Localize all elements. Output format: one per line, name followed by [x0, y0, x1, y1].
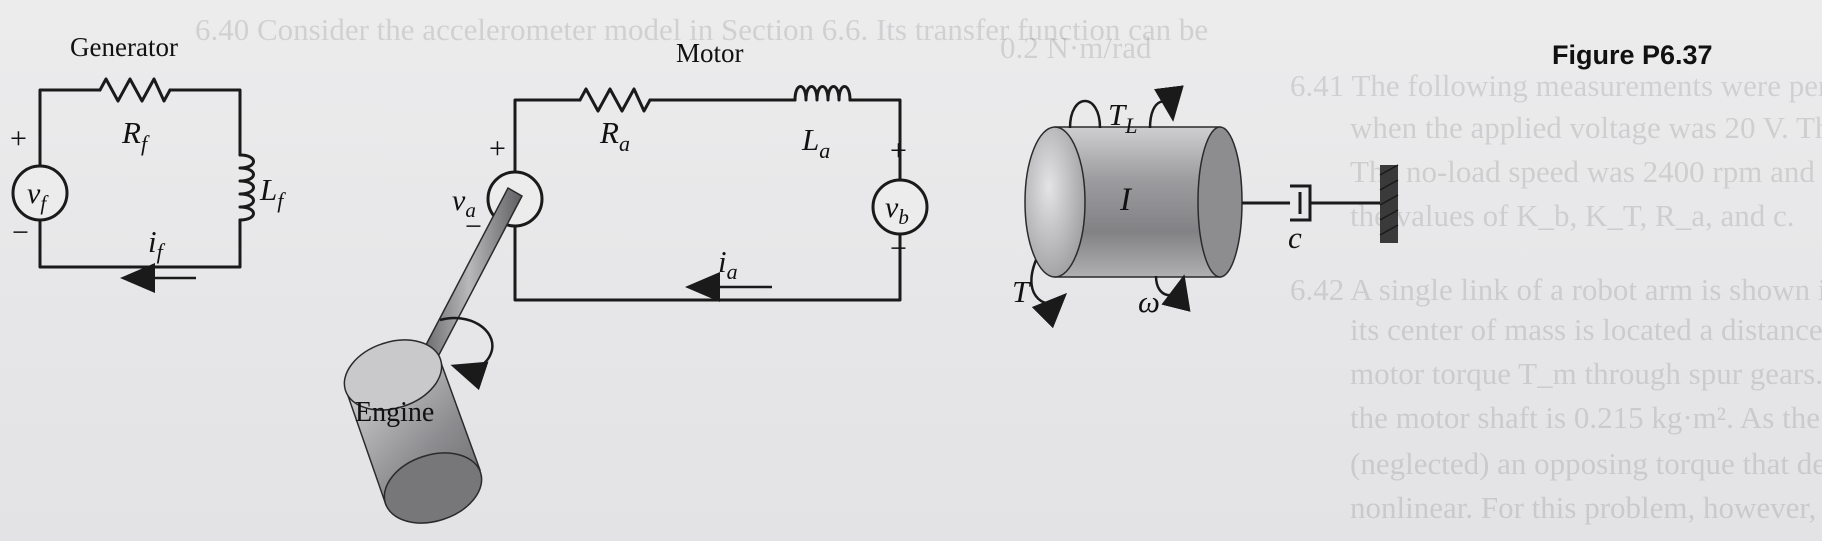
engine-assembly: Engine [343, 186, 523, 524]
bleed-line: its center of mass is located a distance… [1350, 312, 1822, 347]
ia-label: ia [718, 244, 738, 284]
bleed-line: when the applied voltage was 20 V. The m… [1350, 110, 1822, 145]
engine-rotation-arrow [439, 316, 494, 391]
vf-label: vf [27, 177, 49, 215]
voltage-source-vf [11, 164, 69, 222]
motor-circuit: Motor Ra La va + − vb + − ia [452, 38, 929, 302]
vb-minus: − [890, 232, 907, 265]
load-inertia-assembly: I TL T ω c [1012, 85, 1399, 329]
wire [513, 98, 582, 174]
if-label: if [148, 224, 166, 264]
bleed-line: nonlinear. For this problem, however, as… [1350, 490, 1822, 525]
figure-caption: Figure P6.37 [1552, 40, 1713, 70]
bleed-line: 0.2 N·m/rad [1000, 30, 1152, 65]
wire [168, 88, 242, 157]
bleed-line: (neglected) an opposing torque that depe… [1350, 446, 1822, 481]
lf-label: Lf [259, 172, 286, 213]
va-plus: + [489, 132, 506, 165]
bleed-line: the values of K_b, K_T, R_a, and c. [1350, 198, 1795, 233]
bleed-line: motor torque T_m through spur gears. Sup… [1350, 356, 1822, 391]
engine-top-face [343, 339, 443, 411]
bleed-line: 6.40 Consider the accelerometer model in… [195, 12, 1208, 47]
wire [38, 216, 242, 269]
vb-label: vb [885, 191, 909, 229]
inertia-label: I [1119, 182, 1133, 218]
wire [513, 224, 902, 302]
generator-circuit: Generator Rf Lf vf + − if [10, 32, 286, 293]
t-label: T [1012, 274, 1032, 309]
wall-hatching [1379, 164, 1399, 236]
inertia-front-face [1024, 126, 1086, 278]
va-label: va [452, 184, 476, 222]
inertia-back-face [1197, 126, 1243, 278]
ra-label: Ra [599, 115, 630, 156]
voltage-source-vb [871, 178, 929, 236]
tl-label: TL [1108, 97, 1138, 138]
wire [38, 88, 102, 170]
engine-label: Engine [355, 397, 434, 428]
va-minus: − [465, 210, 482, 243]
vf-minus: − [12, 216, 29, 249]
vb-plus: + [890, 134, 907, 167]
bleed-line: 6.41 The following measurements were per… [1290, 68, 1822, 103]
inductor-la [793, 85, 852, 102]
t-torque-arrow [1030, 259, 1068, 329]
bleed-line: the motor shaft is 0.215 kg·m². As the a… [1350, 400, 1822, 435]
tl-torque-arc [1068, 99, 1102, 129]
vf-plus: + [10, 122, 27, 155]
damper-label: c [1288, 220, 1302, 255]
wire [848, 98, 902, 184]
rf-label: Rf [121, 115, 150, 156]
resistor-ra [578, 87, 652, 113]
motor-label: Motor [676, 38, 744, 68]
engine-bottom-face [383, 452, 483, 524]
la-label: La [801, 122, 830, 163]
bleed-through-text: 6.40 Consider the accelerometer model in… [195, 12, 1822, 525]
bleed-line: The no-load speed was 2400 rpm and the n… [1350, 154, 1822, 189]
inductor-lf [238, 153, 255, 222]
omega-arrow [1154, 274, 1191, 312]
bleed-line: 6.42 A single link of a robot arm is sho… [1290, 272, 1822, 307]
omega-label: ω [1138, 284, 1160, 319]
ground-wall [1380, 165, 1398, 243]
tl-torque-arrow [1148, 85, 1184, 129]
resistor-rf [98, 77, 172, 103]
generator-label: Generator [70, 32, 178, 62]
